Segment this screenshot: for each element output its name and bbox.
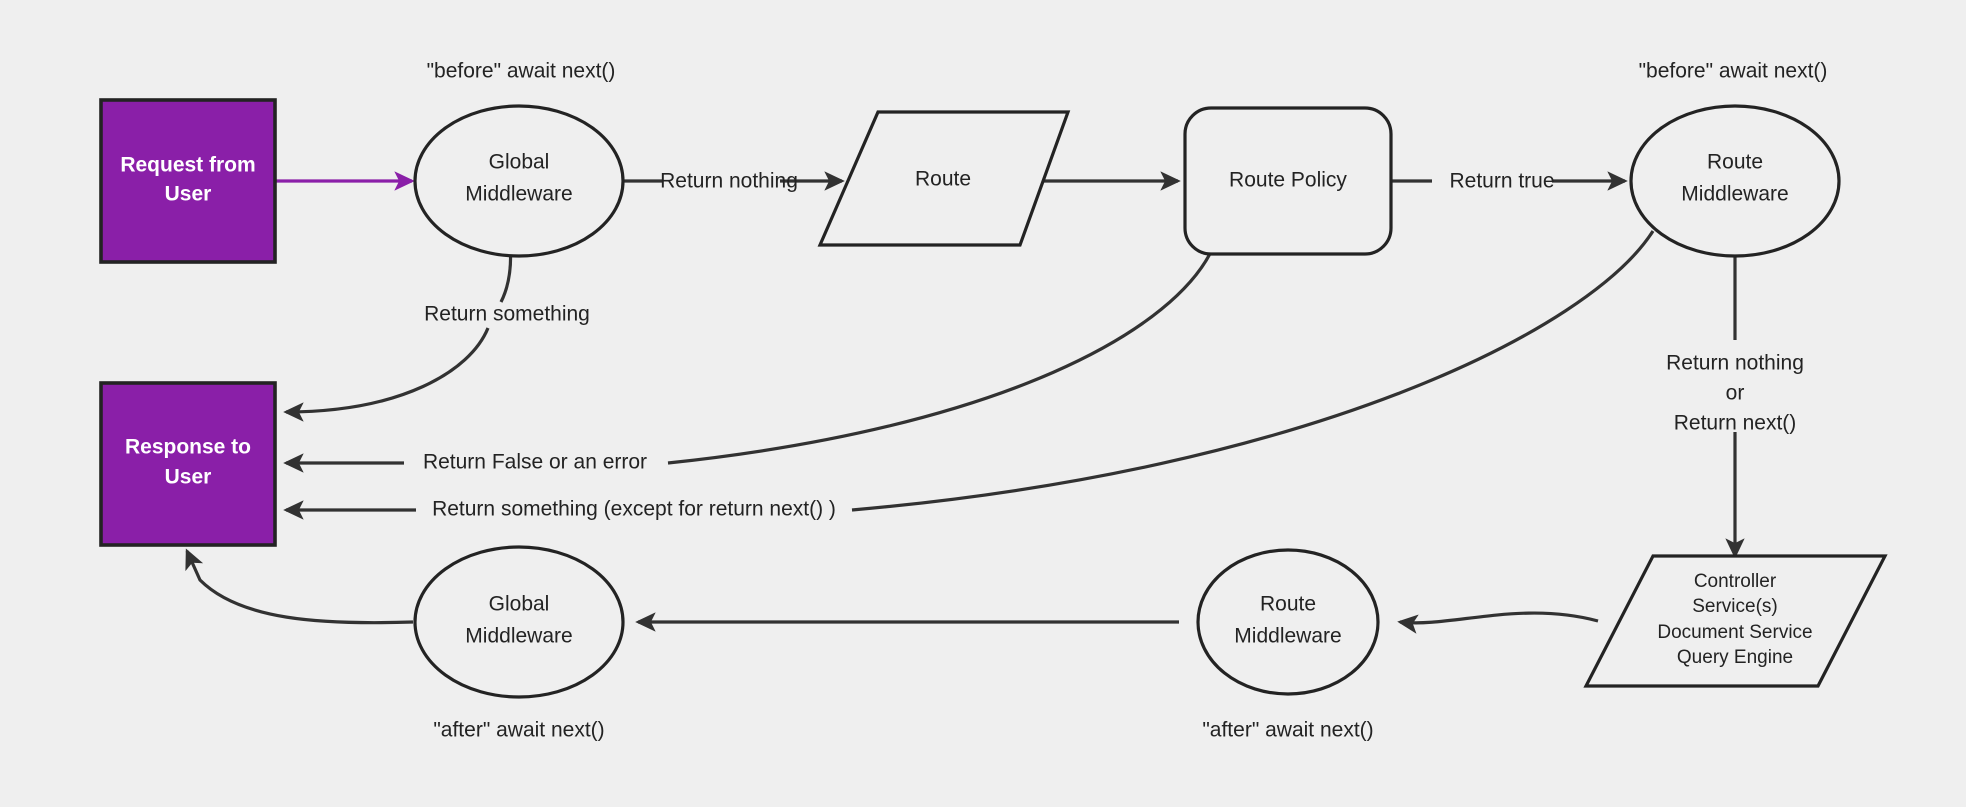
controller-line4: Query Engine [1677,647,1793,668]
edge-global-middleware-return-something-2 [283,327,490,422]
edge-label-return-something-except-next: Return something (except for return next… [432,498,836,521]
edge-label-return-nothing: Return nothing [660,170,798,193]
global-middleware-bottom-line1: Global [489,593,550,616]
edge-route-policy-return-false [667,242,1217,465]
controller-line2: Service(s) [1692,596,1778,617]
global-middleware-top-line2: Middleware [465,183,572,206]
edge-controller-to-route-middleware-bottom [1397,611,1599,634]
node-response-to-user[interactable]: Response to User [99,381,277,547]
annotation-before-await-next-global: "before" await next() [427,60,616,83]
node-route-policy[interactable]: Route Policy [1183,106,1393,256]
node-controller-services[interactable]: Controller Service(s) Document Service Q… [1583,554,1888,688]
annotation-after-await-next-global: "after" await next() [433,719,604,742]
node-request-from-user[interactable]: Request from User [99,98,277,264]
route-middleware-bottom-line1: Route [1260,593,1316,616]
edge-route-middleware-return-something-except [851,230,1655,512]
annotation-before-await-next-route: "before" await next() [1639,60,1828,83]
edge-label-return-true: Return true [1449,170,1554,193]
node-route-middleware-bottom[interactable]: Route Middleware [1196,548,1380,696]
route-middleware-top-line2: Middleware [1681,183,1788,206]
route-middleware-top-line1: Route [1707,151,1763,174]
route-middleware-bottom-line2: Middleware [1234,625,1341,648]
request-box-line1: Request from [120,154,255,177]
node-global-middleware-top[interactable]: Global Middleware [413,104,625,258]
request-box-line2: User [165,183,212,206]
controller-line1: Controller [1694,571,1777,592]
route-label: Route [915,168,971,191]
route-policy-label: Route Policy [1229,169,1347,192]
node-route[interactable]: Route [817,110,1071,247]
annotation-after-await-next-route: "after" await next() [1202,719,1373,742]
node-global-middleware-bottom[interactable]: Global Middleware [413,545,625,699]
controller-line3: Document Service [1657,622,1812,643]
global-middleware-bottom-line2: Middleware [465,625,572,648]
global-middleware-top-line1: Global [489,151,550,174]
node-route-middleware-top[interactable]: Route Middleware [1629,104,1841,258]
response-box-line1: Response to [125,436,251,459]
response-box-line2: User [165,466,212,489]
edge-global-middleware-bottom-to-response [185,548,414,625]
edge-label-return-something-top: Return something [424,303,590,326]
edge-label-return-nothing-or-next-3: Return next() [1674,412,1797,435]
edge-label-return-false-or-error: Return False or an error [423,451,647,474]
edge-label-return-nothing-or-next-1: Return nothing [1666,352,1804,375]
edge-label-return-nothing-or-next-2: or [1726,382,1745,405]
